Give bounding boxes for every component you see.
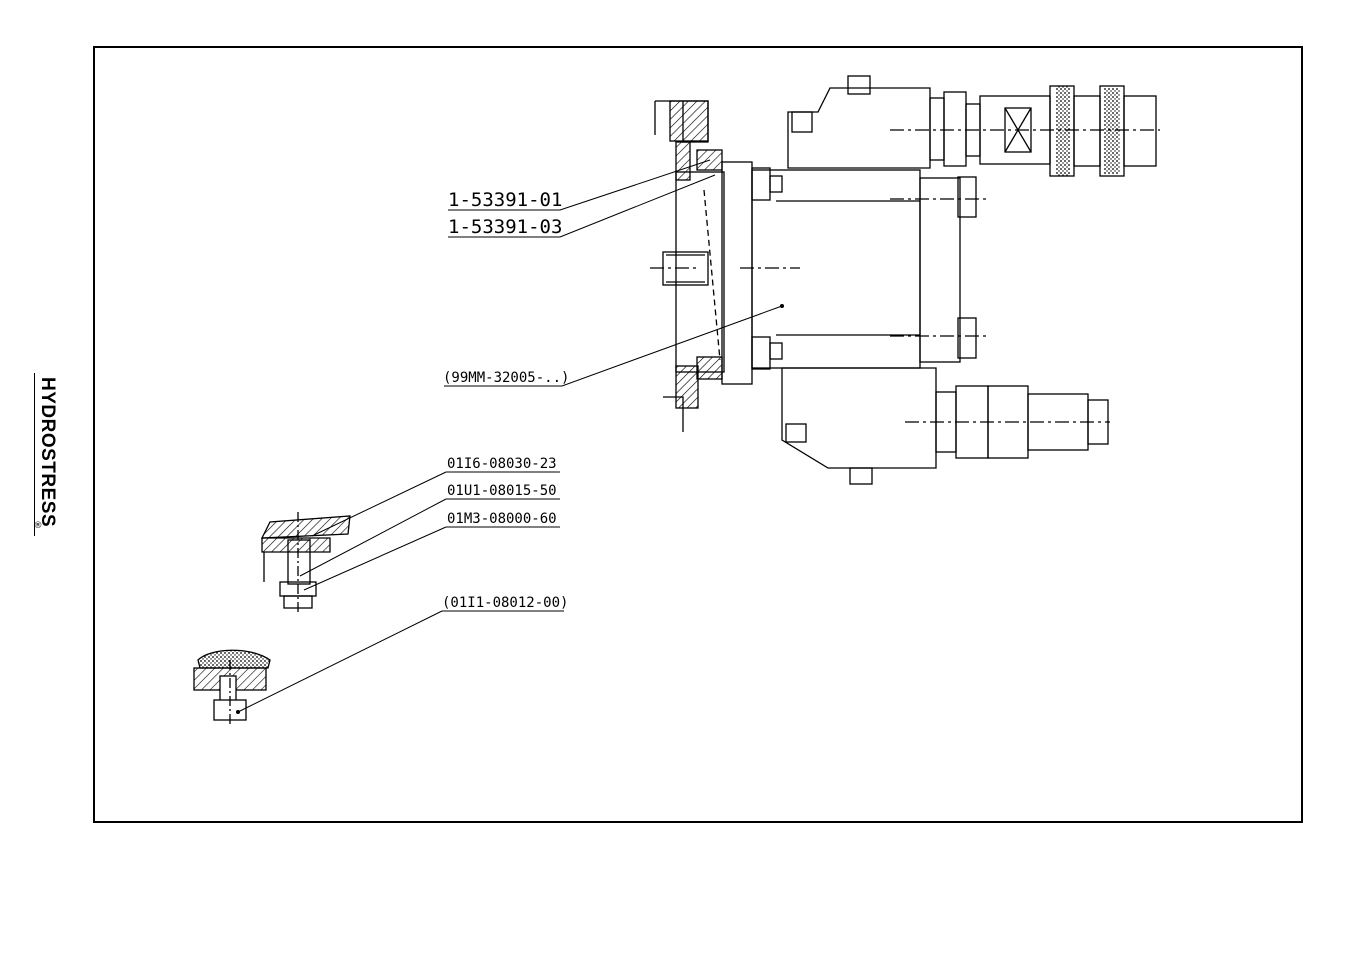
label-threaded-pin: (01I1-08012-00): [442, 595, 568, 611]
label-seal-ring-2: 1-53391-03: [448, 216, 562, 238]
label-motor-assembly: (99MM-32005-..): [443, 370, 569, 386]
threaded-pin-detail: [193, 649, 271, 726]
motor-mount-assembly: [650, 75, 1160, 485]
label-nut: 01M3-08000-60: [447, 511, 557, 527]
label-seal-ring: 1-53391-01: [448, 189, 562, 211]
label-washer: 01U1-08015-50: [447, 483, 557, 499]
leader-dot: [236, 710, 240, 714]
registered-mark: ®: [33, 521, 43, 531]
screw-detail: [260, 512, 351, 614]
brand-logo: HYDROSTRESS: [37, 377, 58, 528]
brand-strip: [34, 373, 69, 536]
leader-dot: [780, 304, 784, 308]
leader-lines: [237, 159, 783, 713]
label-screw: 01I6-08030-23: [447, 456, 557, 472]
drawing-frame: [93, 46, 1303, 823]
